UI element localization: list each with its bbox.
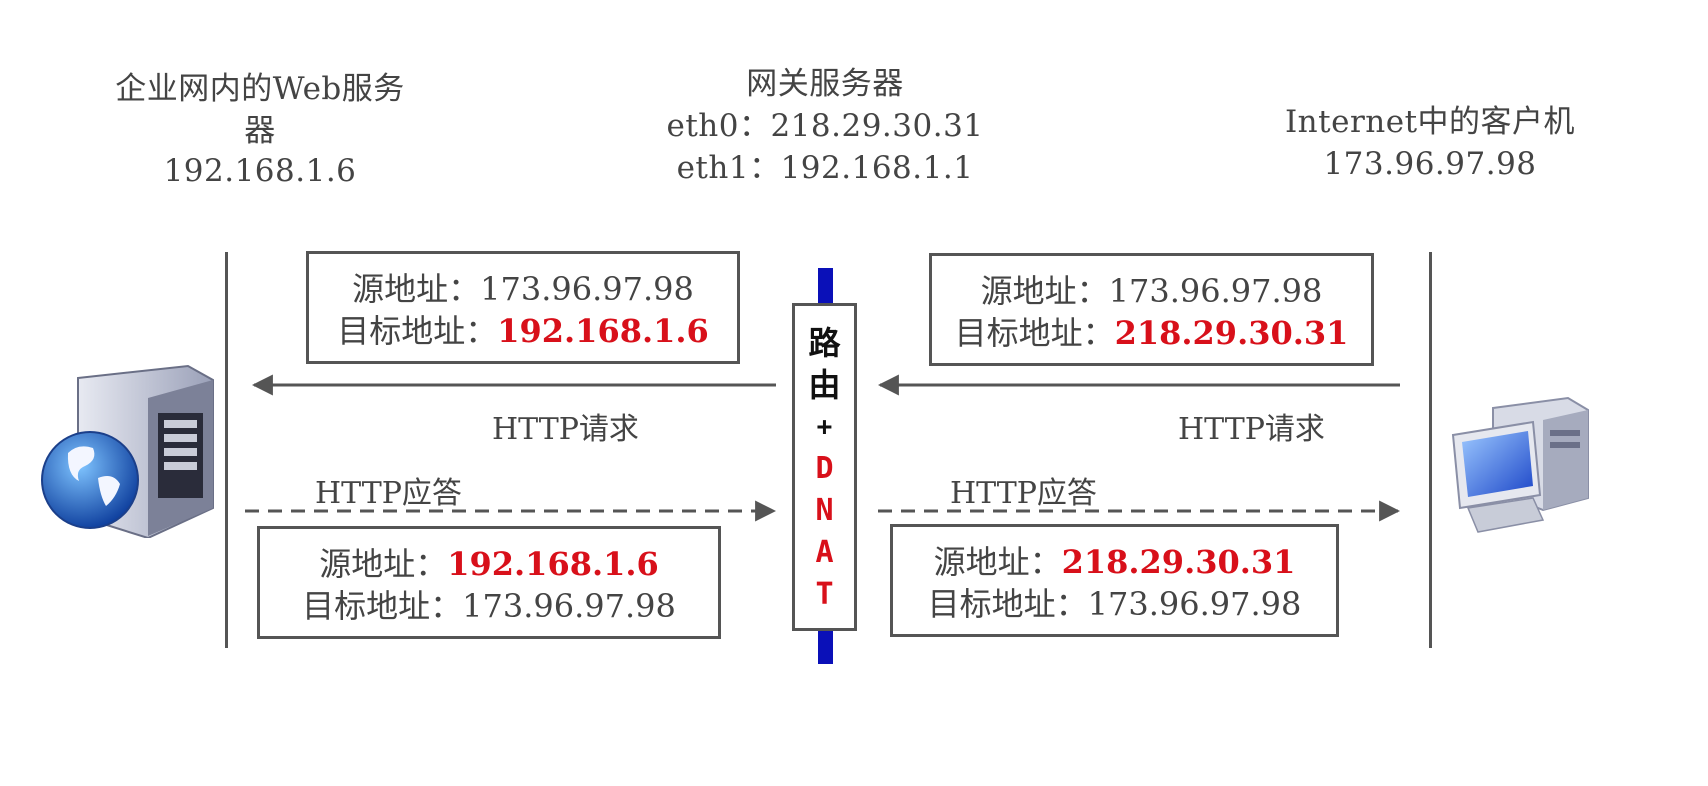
client-computer-icon [1451,396,1589,533]
dst-value: 192.168.1.6 [497,312,709,350]
gateway-title: 网关服务器 eth0：218.29.30.31 eth1：192.168.1.1 [620,63,1030,189]
dst-label: 目标地址： [927,585,1088,623]
dst-label: 目标地址： [302,587,463,625]
dst-label: 目标地址： [954,314,1115,352]
client-title: Internet中的客户机 173.96.97.98 [1240,101,1620,185]
left-request-src: 源地址：173.96.97.98 [309,268,737,310]
left-request-box: 源地址：173.96.97.98 目标地址：192.168.1.6 [306,251,740,364]
src-value: 192.168.1.6 [447,545,659,583]
dst-value: 173.96.97.98 [1087,585,1302,623]
router-char: N [815,493,834,528]
router-char: D [815,451,834,486]
web-server-title-line2: 器 [244,113,276,149]
router-char: 路 [808,324,841,362]
gateway-eth0: eth0：218.29.30.31 [666,108,984,144]
router-dnat-box: 路 由 + D N A T [792,303,857,631]
router-char: + [816,412,833,442]
right-response-box: 源地址：218.29.30.31 目标地址：173.96.97.98 [890,524,1339,637]
dst-value: 218.29.30.31 [1114,314,1349,352]
src-label: 源地址： [352,270,481,308]
left-response-src: 源地址：192.168.1.6 [260,543,718,585]
right-request-src: 源地址：173.96.97.98 [932,270,1371,312]
web-server-ip: 192.168.1.6 [163,153,357,189]
left-host-line [225,252,228,648]
gateway-name: 网关服务器 [746,66,904,102]
src-value: 173.96.97.98 [1108,272,1323,310]
dst-value: 173.96.97.98 [462,587,676,625]
left-http-response-label: HTTP应答 [315,476,462,511]
router-char: A [815,535,834,570]
client-ip: 173.96.97.98 [1323,146,1537,182]
left-response-box: 源地址：192.168.1.6 目标地址：173.96.97.98 [257,526,721,639]
router-char: T [815,577,834,612]
right-request-box: 源地址：173.96.97.98 目标地址：218.29.30.31 [929,253,1374,366]
right-http-response-label: HTTP应答 [950,476,1097,511]
client-name: Internet中的客户机 [1284,104,1576,140]
src-value: 218.29.30.31 [1061,543,1296,581]
gateway-eth1: eth1：192.168.1.1 [676,150,974,186]
src-label: 源地址： [980,272,1109,310]
right-http-request-label: HTTP请求 [1178,412,1325,447]
src-label: 源地址： [319,545,448,583]
left-request-dst: 目标地址：192.168.1.6 [309,310,737,352]
web-server-title-line1: 企业网内的Web服务 [115,71,405,107]
router-char: 由 [808,366,841,404]
right-response-dst: 目标地址：173.96.97.98 [893,583,1336,625]
right-request-dst: 目标地址：218.29.30.31 [932,312,1371,354]
right-response-src: 源地址：218.29.30.31 [893,541,1336,583]
web-server-globe-icon [41,364,214,538]
src-label: 源地址： [933,543,1062,581]
left-http-request-label: HTTP请求 [492,412,639,447]
dst-label: 目标地址： [337,312,498,350]
right-host-line [1429,252,1432,648]
web-server-title: 企业网内的Web服务 器 192.168.1.6 [90,68,430,192]
src-value: 173.96.97.98 [480,270,694,308]
left-response-dst: 目标地址：173.96.97.98 [260,585,718,627]
